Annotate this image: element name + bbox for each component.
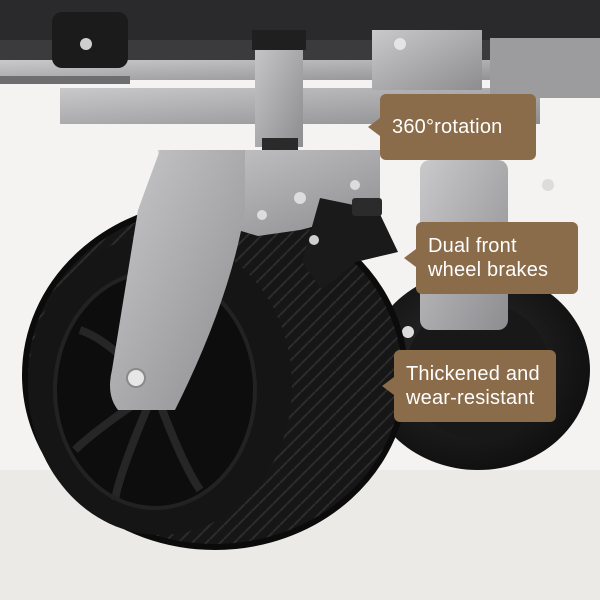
- bolt-icon: [257, 210, 267, 220]
- callout-tires: Thickened and wear-resistant: [382, 350, 556, 422]
- callout-brakes: Dual front wheel brakes: [404, 222, 578, 294]
- rear-bracket: [372, 30, 482, 90]
- arrow-left-icon: [368, 118, 380, 136]
- bolt-icon: [542, 179, 554, 191]
- bolt-icon: [80, 38, 92, 50]
- swivel-post: [255, 35, 303, 147]
- bolt-icon: [402, 326, 414, 338]
- axle-bolt-icon: [126, 368, 146, 388]
- callout-rotation-text: 360°rotation: [392, 116, 503, 138]
- callout-brakes-text: Dual front wheel brakes: [428, 235, 549, 281]
- brake-pedal: [302, 198, 398, 290]
- callout-tires-text: Thickened and wear-resistant: [406, 363, 540, 409]
- arrow-left-icon: [382, 377, 394, 395]
- bolt-icon: [309, 235, 319, 245]
- callout-rotation: 360°rotation: [368, 94, 536, 160]
- post-cap: [252, 30, 306, 50]
- bolt-icon: [294, 192, 306, 204]
- brake-lever: [352, 198, 382, 216]
- front-wheel-fork: [110, 150, 245, 410]
- frame-bar: [0, 76, 130, 84]
- rear-frame: [490, 38, 600, 98]
- bolt-icon: [394, 38, 406, 50]
- arrow-left-icon: [404, 249, 416, 267]
- bolt-icon: [350, 180, 360, 190]
- swivel-bearing: [262, 138, 298, 152]
